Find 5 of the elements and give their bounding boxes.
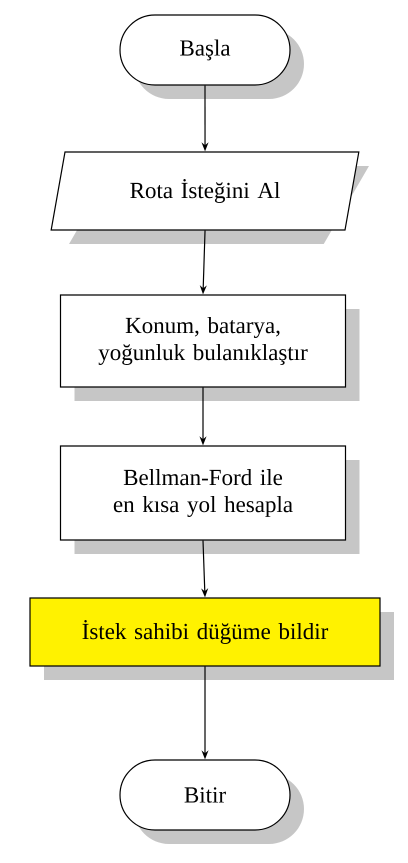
- process-box: Bellman-Ford ile en kısa yol hesapla: [60, 445, 346, 541]
- process-box: İstek sahibi düğüme bildir: [29, 597, 381, 667]
- process-box: Konum, batarya, yoğunluk bulanıklaştır: [60, 294, 346, 388]
- rounded-terminator: Başla: [119, 14, 291, 86]
- rounded-terminator: Bitir: [119, 759, 291, 831]
